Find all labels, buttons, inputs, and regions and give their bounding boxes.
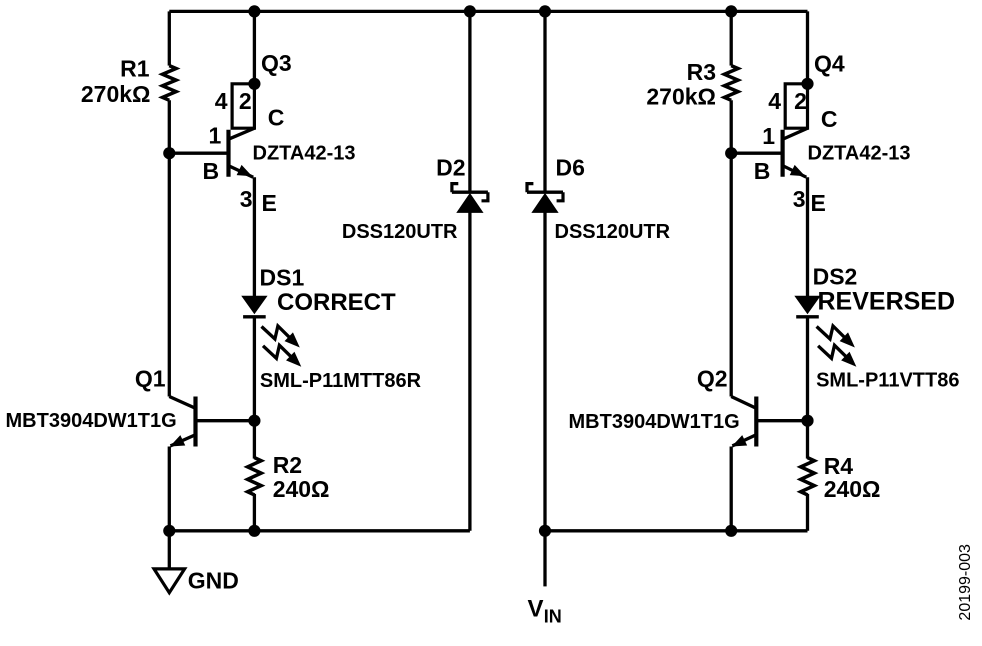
svg-text:CORRECT: CORRECT [277, 289, 396, 316]
svg-text:DSS120UTR: DSS120UTR [555, 221, 671, 243]
svg-text:MBT3904DW1T1G: MBT3904DW1T1G [6, 410, 177, 432]
svg-text:4: 4 [215, 88, 228, 114]
svg-text:240Ω: 240Ω [824, 476, 881, 502]
svg-text:270kΩ: 270kΩ [81, 81, 151, 107]
svg-text:3: 3 [793, 186, 806, 212]
svg-text:IN: IN [544, 606, 562, 626]
svg-text:B: B [203, 158, 220, 184]
svg-text:4: 4 [768, 88, 781, 114]
svg-text:240Ω: 240Ω [273, 476, 330, 502]
svg-text:DSS120UTR: DSS120UTR [342, 221, 458, 243]
svg-text:R4: R4 [824, 453, 854, 479]
svg-text:V: V [528, 595, 544, 622]
svg-text:R1: R1 [120, 55, 150, 81]
svg-text:GND: GND [188, 568, 239, 594]
svg-text:20199-003: 20199-003 [957, 544, 974, 621]
svg-text:D2: D2 [436, 155, 465, 181]
svg-text:2: 2 [239, 88, 252, 114]
svg-text:MBT3904DW1T1G: MBT3904DW1T1G [569, 411, 740, 433]
svg-text:DZTA42-13: DZTA42-13 [253, 142, 356, 164]
svg-text:REVERSED: REVERSED [818, 288, 956, 316]
svg-text:DZTA42-13: DZTA42-13 [808, 142, 911, 164]
svg-text:C: C [268, 104, 285, 130]
svg-text:Q3: Q3 [261, 50, 292, 76]
svg-text:270kΩ: 270kΩ [646, 83, 716, 109]
svg-text:R2: R2 [273, 452, 302, 478]
svg-text:R3: R3 [687, 59, 716, 85]
svg-text:DS2: DS2 [813, 264, 858, 290]
svg-text:1: 1 [209, 123, 222, 149]
svg-text:3: 3 [240, 186, 253, 212]
svg-text:Q4: Q4 [814, 51, 845, 77]
svg-text:Q1: Q1 [135, 366, 166, 392]
svg-text:E: E [262, 190, 277, 216]
svg-text:1: 1 [762, 123, 775, 149]
svg-text:Q2: Q2 [697, 366, 728, 392]
svg-text:E: E [811, 190, 826, 216]
svg-text:SML-P11MTT86R: SML-P11MTT86R [260, 370, 422, 392]
svg-text:C: C [821, 106, 838, 132]
svg-text:DS1: DS1 [260, 264, 305, 290]
svg-text:SML-P11VTT86: SML-P11VTT86 [816, 369, 959, 391]
svg-text:B: B [754, 158, 771, 184]
svg-text:2: 2 [794, 88, 807, 114]
svg-text:D6: D6 [556, 155, 585, 181]
